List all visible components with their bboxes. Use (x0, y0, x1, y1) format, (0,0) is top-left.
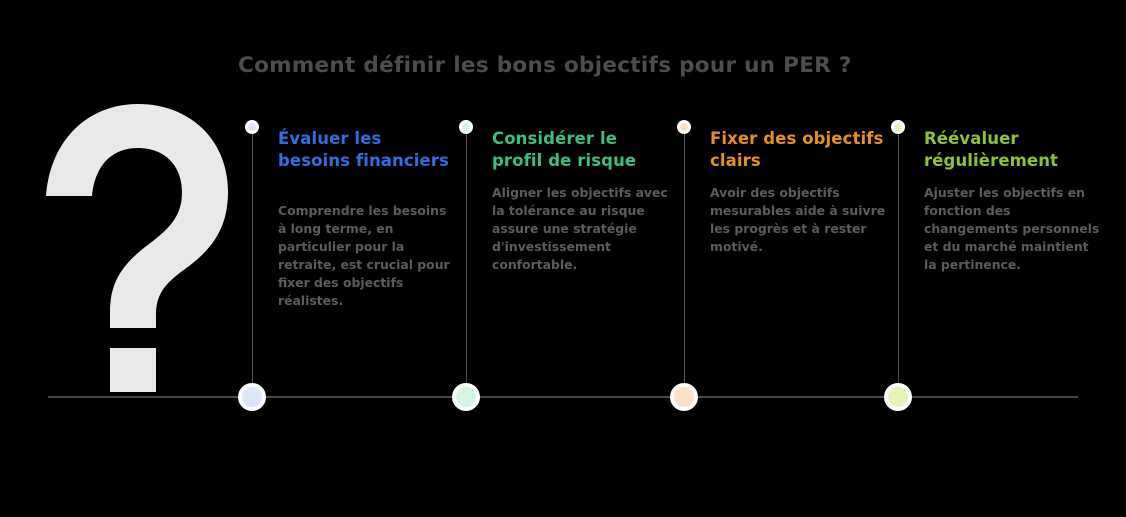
marker-top-4 (891, 120, 905, 134)
marker-top-2 (459, 120, 473, 134)
timeline-baseline (48, 396, 1078, 398)
step-body-2: Aligner les objectifs avec la tolérance … (492, 185, 668, 272)
connector-line-3 (684, 128, 685, 397)
step-body-4: Ajuster les objectifs en fonction des ch… (924, 185, 1100, 272)
connector-line-2 (466, 128, 467, 397)
connector-line-1 (252, 128, 253, 397)
step-body-1: Comprendre les besoins à long terme, en … (278, 203, 450, 308)
marker-top-1 (245, 120, 259, 134)
marker-top-3 (677, 120, 691, 134)
step-heading-4: Réévaluer régulièrement (924, 129, 1059, 170)
marker-bottom-3 (670, 383, 698, 411)
marker-bottom-4 (884, 383, 912, 411)
marker-bottom-2 (452, 383, 480, 411)
marker-bottom-1 (238, 383, 266, 411)
connector-line-4 (898, 128, 899, 397)
step-heading-1: Évaluer les besoins financiers (278, 129, 449, 170)
step-body-3: Avoir des objectifs mesurables aide à su… (710, 185, 886, 254)
page-title: Comment définir les bons objectifs pour … (238, 53, 852, 78)
question-mark-icon (36, 96, 240, 396)
step-heading-2: Considérer le profil de risque (492, 129, 637, 170)
step-heading-3: Fixer des objectifs clairs (710, 129, 884, 170)
